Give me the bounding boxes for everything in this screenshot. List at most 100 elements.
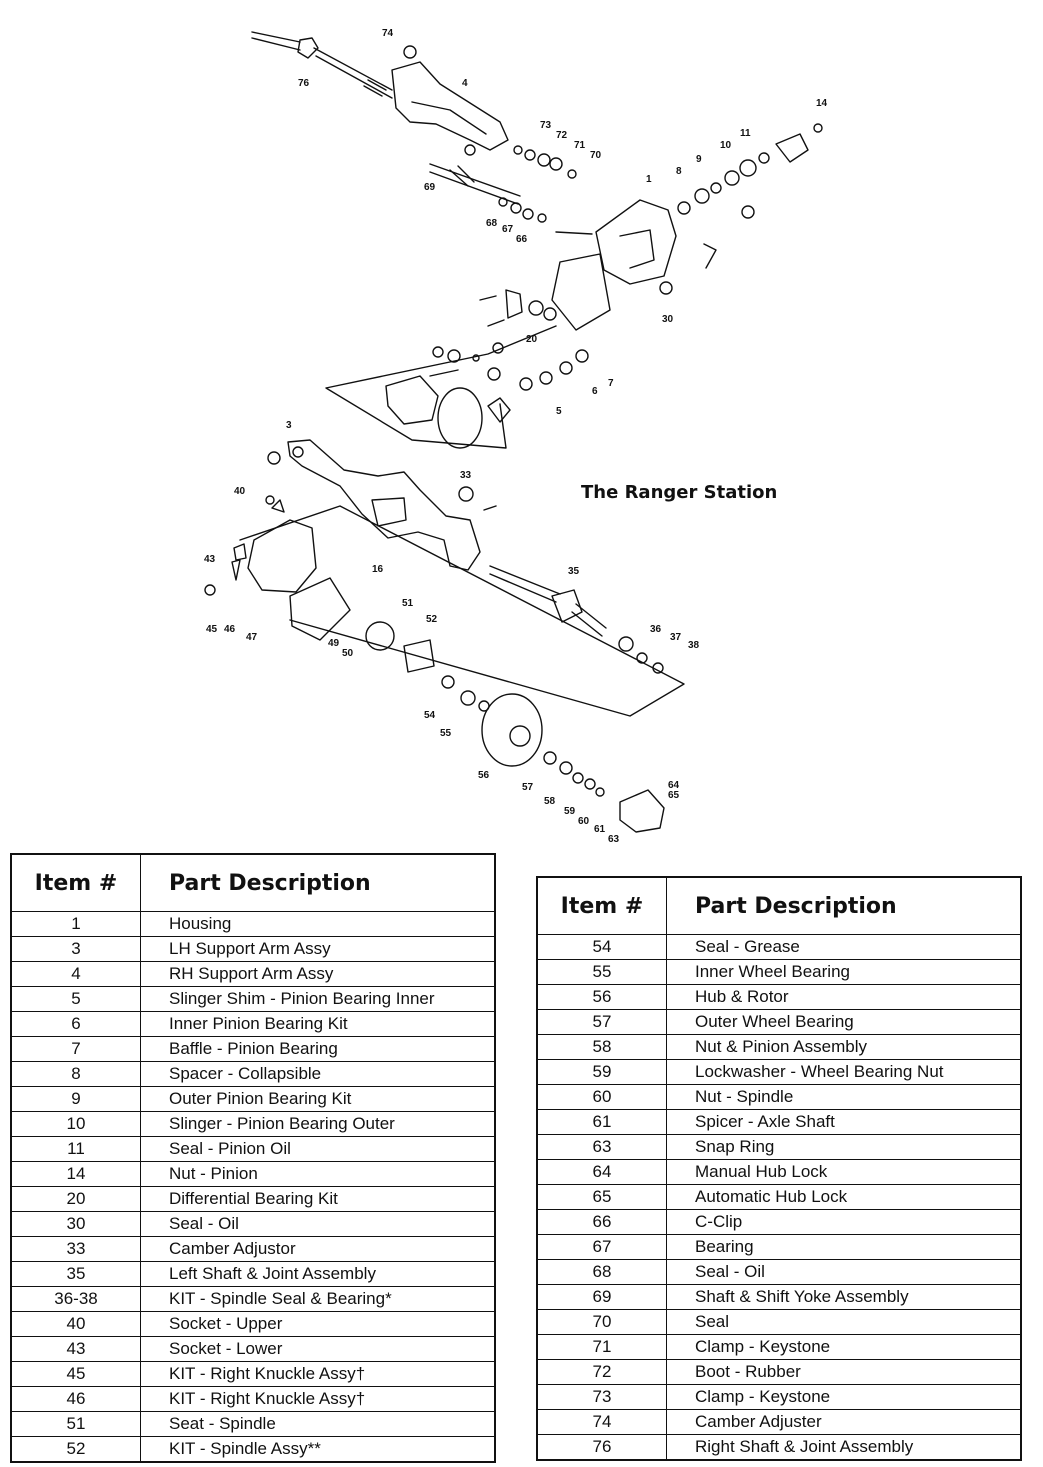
item-number-cell: 3 [10,936,141,962]
part-description-cell: Boot - Rubber [666,1359,1022,1385]
callout-63: 63 [608,834,620,845]
item-number-cell: 67 [536,1234,667,1260]
callout-40: 40 [234,486,246,497]
callout-11: 11 [740,128,751,139]
item-number-cell: 7 [10,1036,141,1062]
item-number-cell: 36-38 [10,1286,141,1312]
part-description-cell: Seal - Pinion Oil [140,1136,496,1162]
part-description-cell: Slinger - Pinion Bearing Outer [140,1111,496,1137]
part-description-cell: Inner Pinion Bearing Kit [140,1011,496,1037]
part-description-cell: Socket - Lower [140,1336,496,1362]
header-item: Item # [536,876,667,935]
item-number-cell: 61 [536,1109,667,1135]
item-number-cell: 40 [10,1311,141,1337]
callout-72: 72 [556,130,568,141]
item-number-cell: 66 [536,1209,667,1235]
item-number-cell: 4 [10,961,141,987]
callout-70: 70 [590,150,602,161]
right-shaft-part [251,31,393,99]
header-description: Part Description [140,853,496,912]
part-description-cell: C-Clip [666,1209,1022,1235]
item-number-cell: 14 [10,1161,141,1187]
item-number-cell: 30 [10,1211,141,1237]
callout-50: 50 [342,648,354,659]
part-description-cell: Inner Wheel Bearing [666,959,1022,985]
callout-57: 57 [522,782,534,793]
callout-47: 47 [246,632,258,643]
callout-8: 8 [676,166,682,177]
part-description-cell: KIT - Right Knuckle Assy† [140,1361,496,1387]
part-description-cell: Clamp - Keystone [666,1334,1022,1360]
callout-46: 46 [224,624,236,635]
callout-55: 55 [440,728,452,739]
part-description-cell: LH Support Arm Assy [140,936,496,962]
part-description-cell: Hub & Rotor [666,984,1022,1010]
part-description-cell: Automatic Hub Lock [666,1184,1022,1210]
knuckle-group [204,495,685,833]
item-number-cell: 45 [10,1361,141,1387]
header-description: Part Description [666,876,1022,935]
part-description-cell: Camber Adjuster [666,1409,1022,1435]
part-description-cell: Camber Adjustor [140,1236,496,1262]
item-number-cell: 73 [536,1384,667,1410]
part-description-cell: Outer Pinion Bearing Kit [140,1086,496,1112]
callout-20: 20 [526,334,538,345]
callout-51: 51 [402,598,414,609]
item-number-cell: 68 [536,1259,667,1285]
part-description-cell: Housing [140,911,496,937]
housing-part [555,199,717,295]
part-description-cell: Spicer - Axle Shaft [666,1109,1022,1135]
item-number-cell: 1 [10,911,141,937]
part-callouts: 74 76 4 73 72 71 70 69 68 67 66 14 11 10… [204,28,828,845]
callout-36: 36 [650,624,662,635]
item-number-cell: 69 [536,1284,667,1310]
callout-66: 66 [516,234,528,245]
callout-38: 38 [688,640,700,651]
part-description-cell: KIT - Spindle Assy** [140,1436,496,1463]
callout-1: 1 [646,174,652,185]
part-description-cell: Right Shaft & Joint Assembly [666,1434,1022,1461]
callout-54: 54 [424,710,436,721]
item-number-cell: 63 [536,1134,667,1160]
item-number-cell: 56 [536,984,667,1010]
item-number-cell: 60 [536,1084,667,1110]
table-header-row: Item # Part Description [10,853,496,912]
callout-58: 58 [544,796,556,807]
callout-74: 74 [382,28,394,39]
callout-65: 65 [668,790,680,801]
callout-16: 16 [372,564,384,575]
callout-9: 9 [696,154,702,165]
item-number-cell: 57 [536,1009,667,1035]
part-description-cell: KIT - Spindle Seal & Bearing* [140,1286,496,1312]
callout-73: 73 [540,120,552,131]
item-number-cell: 64 [536,1159,667,1185]
callout-10: 10 [720,140,732,151]
